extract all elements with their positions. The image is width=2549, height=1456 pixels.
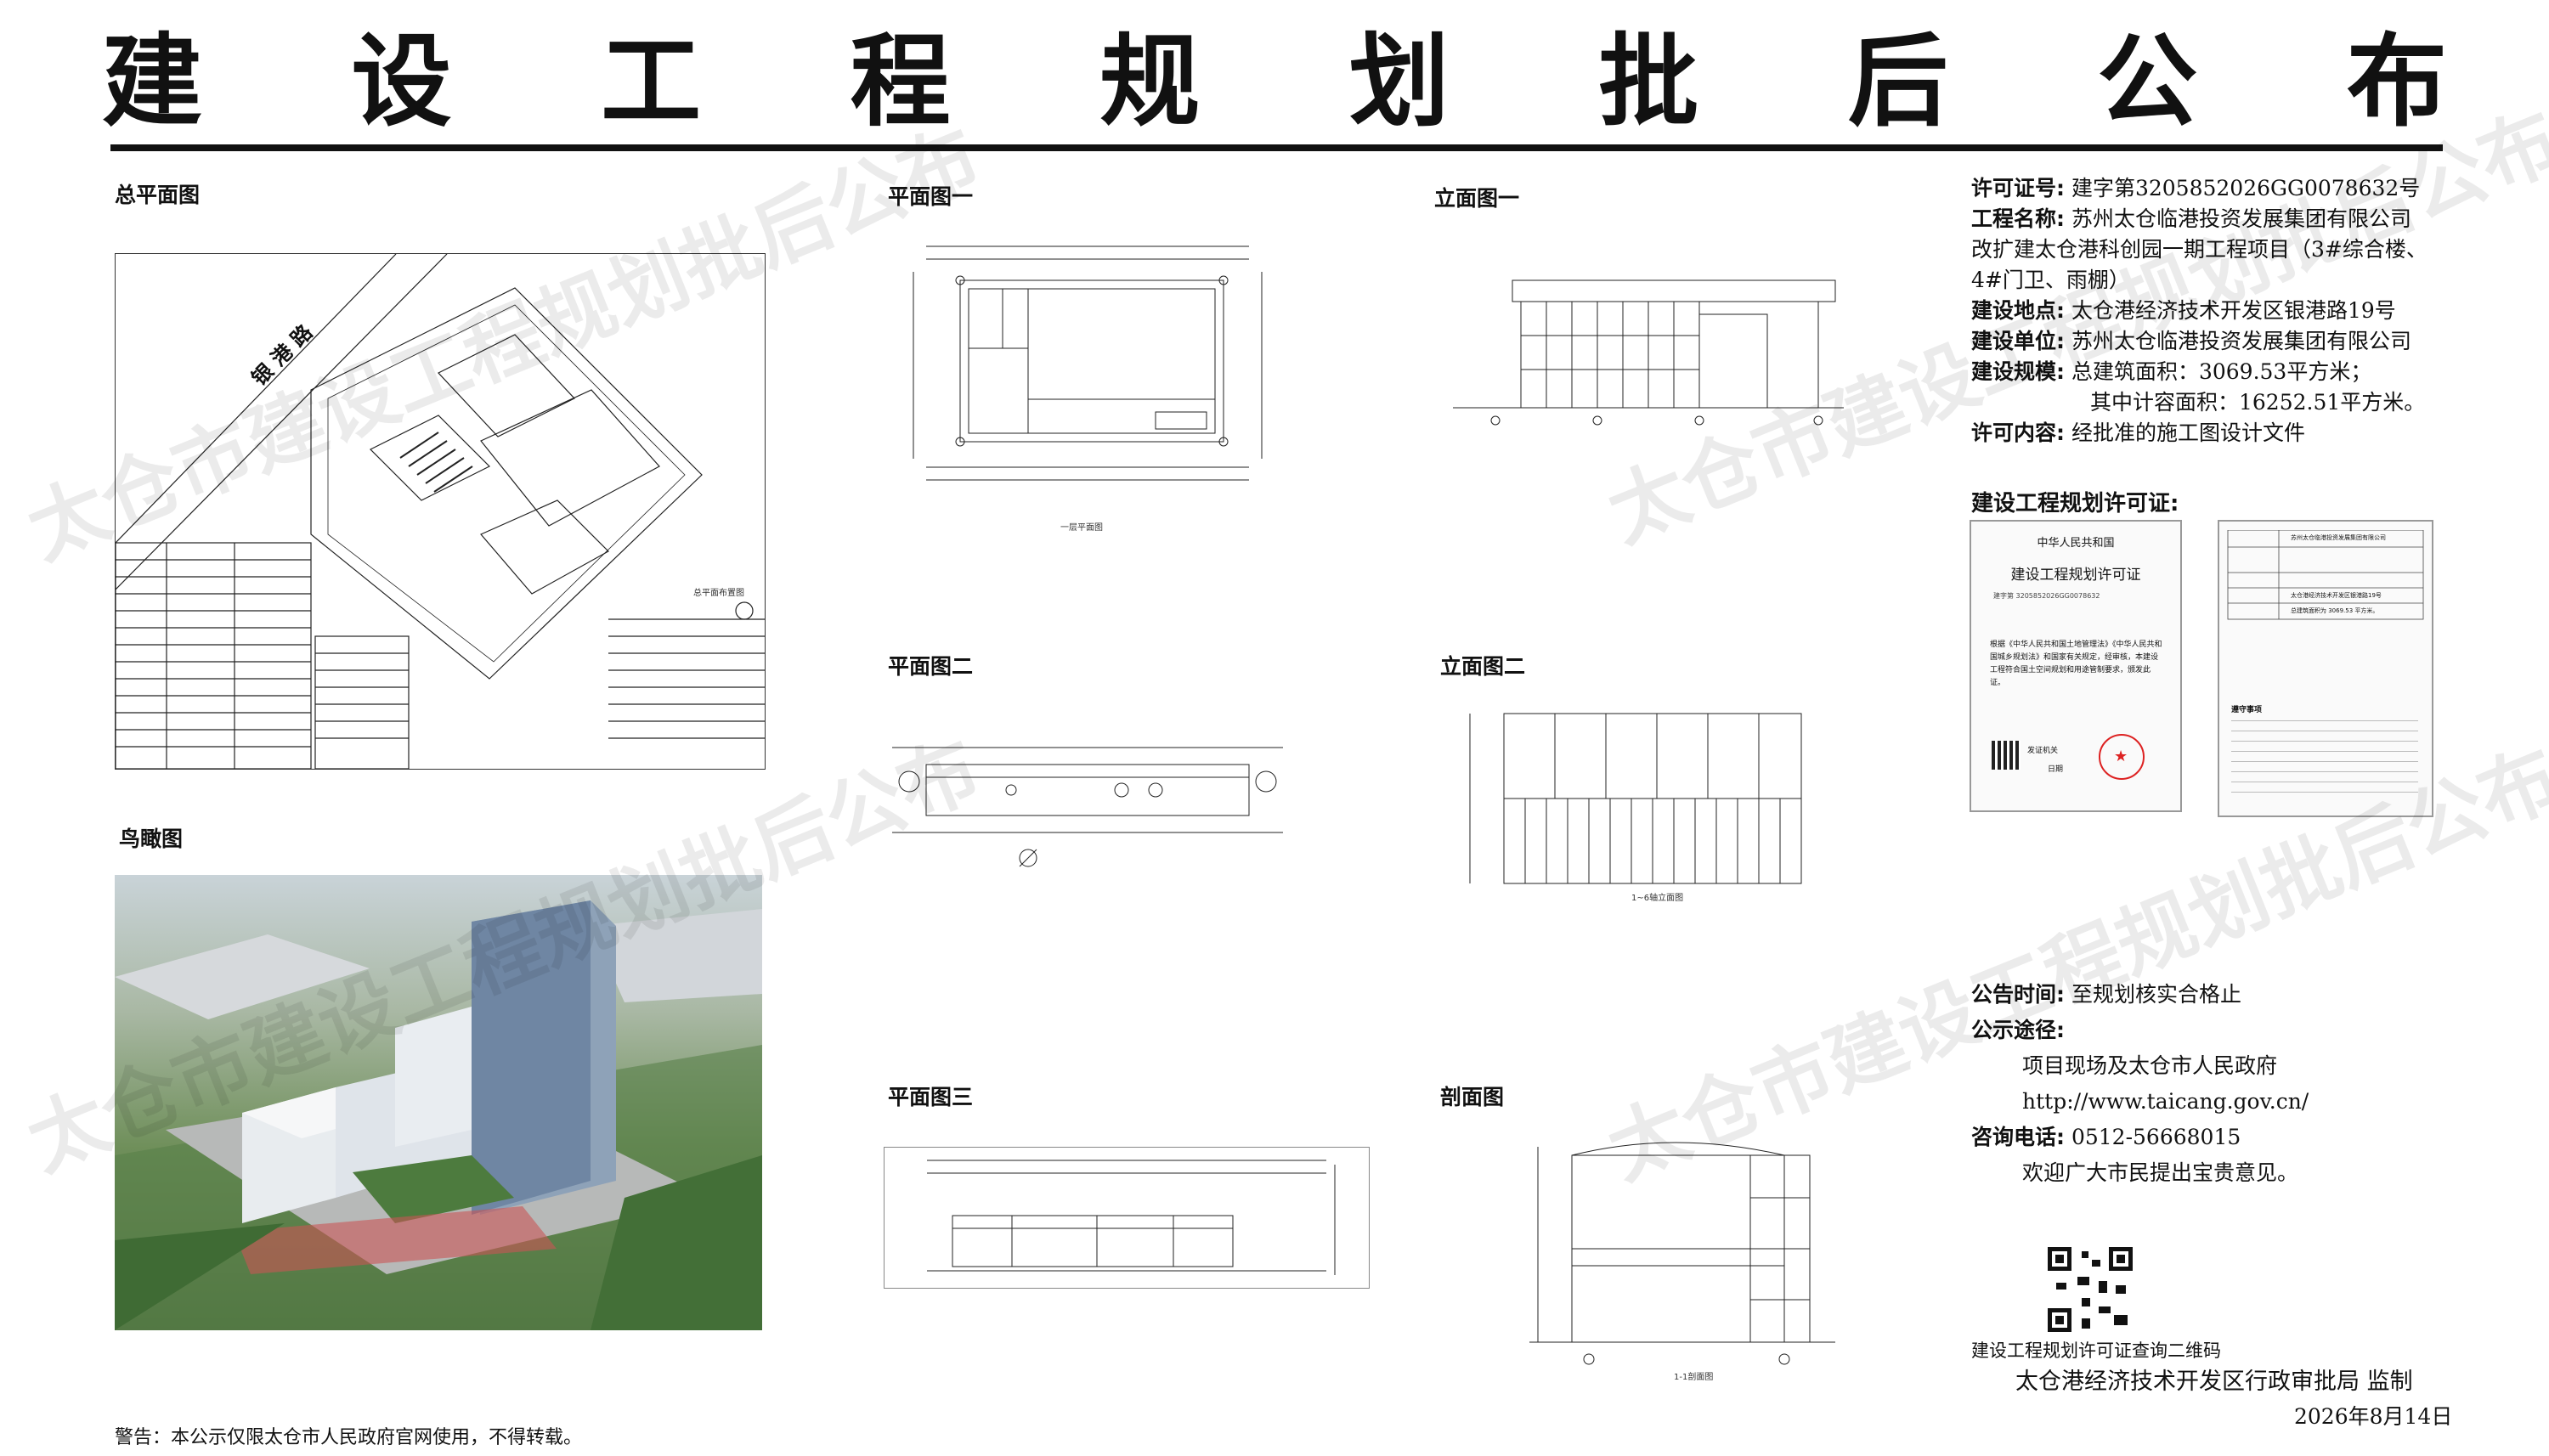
permit-notes-title: 遵守事项	[2231, 706, 2263, 714]
permit-right-scale: 总建筑面积为 3069.53 平方米。	[2291, 607, 2379, 614]
plan1-drawing: 一层平面图	[901, 238, 1274, 533]
site-plan-caption: 总平面布置图	[693, 589, 744, 598]
title-char: 程	[850, 21, 951, 140]
location: 太仓港经济技术开发区银港路19号	[2071, 298, 2396, 323]
notice-time: 至规划核实合格止	[2071, 982, 2241, 1007]
title-char: 划	[1348, 21, 1450, 140]
aerial-label: 鸟瞰图	[119, 827, 184, 851]
notice-url[interactable]: http://www.taicang.gov.cn/	[2022, 1089, 2309, 1114]
title-char: 布	[2346, 21, 2447, 140]
elev2-caption: 1~6轴立面图	[1631, 894, 1684, 903]
scale-label: 建设规模:	[1971, 359, 2065, 384]
plan2-drawing	[875, 731, 1300, 883]
content: 经批准的施工图设计文件	[2071, 420, 2305, 445]
permit-heading: 建设工程规划许可证:	[1971, 491, 2179, 516]
title-char: 公	[2097, 21, 2198, 140]
site-plan-drawing: 银 港 路 总平面布置图	[115, 253, 766, 770]
plan2-label: 平面图二	[888, 654, 974, 679]
permit-no: 建字第3205852026GG0078632号	[2071, 176, 2421, 200]
title-char: 建	[102, 21, 203, 140]
title-char: 后	[1847, 21, 1948, 140]
notice-welcome: 欢迎广大市民提出宝贵意见。	[2022, 1160, 2299, 1185]
notice-phone-label: 咨询电话:	[1971, 1125, 2065, 1149]
permit-notes-lines	[2231, 720, 2418, 797]
qr-code-icon[interactable]	[2048, 1247, 2133, 1332]
official-seal-icon: ★	[2099, 734, 2145, 780]
permit-certificate-back: 苏州太仓临港投资发展集团有限公司 太仓港经济技术开发区银港路19号 总建筑面积为…	[2218, 520, 2433, 817]
scale-line2: 其中计容面积：16252.51平方米。	[2090, 390, 2426, 415]
aerial-rendering	[115, 875, 762, 1330]
elev1-drawing	[1444, 255, 1852, 442]
elev2-drawing: 1~6轴立面图	[1444, 705, 1810, 903]
location-label: 建设地点:	[1971, 298, 2065, 323]
notice-time-label: 公告时间:	[1971, 982, 2065, 1007]
title-char: 批	[1598, 21, 1699, 140]
permit-right-addr: 太仓港经济技术开发区银港路19号	[2291, 592, 2382, 599]
section-drawing: 1-1剖面图	[1512, 1130, 1852, 1382]
unit: 苏州太仓临港投资发展集团有限公司	[2071, 329, 2411, 353]
permit-info: 许可证号: 建字第3205852026GG0078632号 工程名称: 苏州太仓…	[1971, 173, 2427, 449]
notice-channel-label: 公示途径:	[1971, 1018, 2065, 1042]
site-plan-label: 总平面图	[115, 183, 201, 207]
permit-country: 中华人民共和国	[2037, 537, 2115, 550]
plan3-label: 平面图三	[888, 1085, 974, 1109]
section-caption: 1-1剖面图	[1674, 1373, 1714, 1382]
notice-channel: 项目现场及太仓市人民政府	[2022, 1053, 2278, 1078]
notice-date: 2026年8月14日	[2294, 1404, 2453, 1429]
permit-no-label: 许可证号:	[1971, 176, 2065, 200]
project-line2: 改扩建太仓港科创园一期工程项目（3#综合楼、	[1971, 237, 2427, 262]
permit-title: 建设工程规划许可证	[2010, 567, 2141, 584]
permit-issuer: 发证机关	[2027, 747, 2059, 755]
title-rule	[110, 144, 2443, 151]
permit-body: 根据《中华人民共和国土地管理法》《中华人民共和国城乡规划法》和国家有关规定，经审…	[1990, 641, 2162, 687]
page-title: 建 设 工 程 规 划 批 后 公 布	[102, 17, 2447, 140]
notice-info: 公告时间: 至规划核实合格止 公示途径: 项目现场及太仓市人民政府 http:/…	[1971, 977, 2309, 1191]
project-label: 工程名称:	[1971, 206, 2065, 231]
notice-phone: 0512-56668015	[2071, 1125, 2241, 1149]
title-char: 规	[1099, 21, 1201, 140]
permit-certificate-front: 中华人民共和国 建设工程规划许可证 建字第 3205852026GG007863…	[1970, 520, 2182, 812]
permit-no-line: 建字第 3205852026GG0078632	[1993, 592, 2100, 600]
title-char: 工	[601, 21, 702, 140]
unit-label: 建设单位:	[1971, 329, 2065, 353]
footer-warning: 警告：本公示仅限太仓市人民政府官网使用，不得转载。	[115, 1427, 583, 1448]
title-char: 设	[351, 21, 452, 140]
project-line1: 苏州太仓临港投资发展集团有限公司	[2071, 206, 2411, 231]
project-line3: 4#门卫、雨棚）	[1971, 268, 2130, 292]
permit-qr-icon	[1992, 741, 2021, 770]
permit-right-unit: 苏州太仓临港投资发展集团有限公司	[2291, 534, 2386, 541]
plan1-caption: 一层平面图	[1060, 523, 1103, 533]
supervisor: 太仓港经济技术开发区行政审批局 监制	[2015, 1369, 2413, 1395]
permit-date-label: 日期	[2048, 765, 2064, 774]
section-label: 剖面图	[1440, 1085, 1505, 1109]
plan3-drawing	[884, 1147, 1370, 1289]
plan1-label: 平面图一	[888, 184, 974, 209]
content-label: 许可内容:	[1971, 420, 2065, 445]
elev1-label: 立面图一	[1434, 186, 1520, 211]
qr-caption: 建设工程规划许可证查询二维码	[1971, 1340, 2221, 1361]
elev2-label: 立面图二	[1440, 654, 1526, 679]
scale-line1: 总建筑面积：3069.53平方米；	[2071, 359, 2372, 384]
